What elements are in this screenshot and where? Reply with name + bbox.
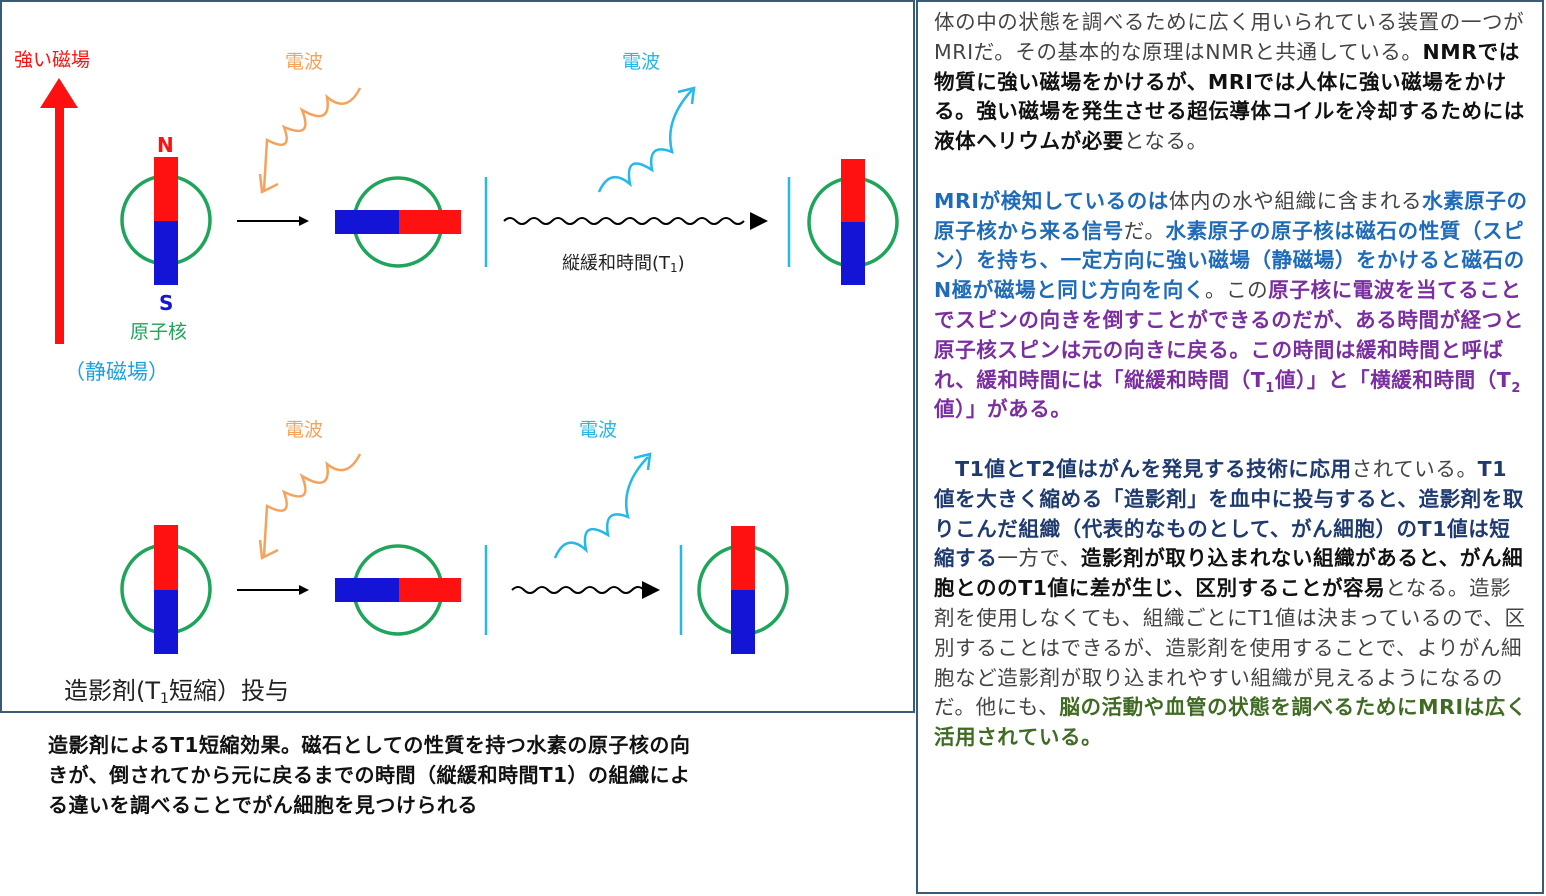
text-run: となる。造影剤を使用しなくても、組織ごとにT1値は決まっているので、区別すること…	[934, 576, 1526, 720]
caption-line: 造影剤によるT1短縮効果。磁石としての性質を持つ水素の原子核の向	[48, 733, 691, 757]
text-run: 体内の水や組織に含まれる	[1168, 188, 1423, 213]
radio-wave-label-1: 電波	[285, 51, 323, 73]
text-run-bold: 造影剤が取り込まれない組織があると、がん細胞とののT1値に差が生じ、区別すること…	[934, 546, 1524, 601]
contrast-agent-label: 造影剤(T1短縮）投与	[64, 677, 289, 707]
magnet-south-2	[335, 210, 399, 234]
strong-field-label: 強い磁場	[14, 49, 90, 71]
subscript: 1	[1265, 380, 1275, 396]
text-run-navy: T1値を大きく縮める「造影剤」を血中に投与すると、造影剤を取りこんだ組織（代表的…	[934, 456, 1524, 571]
magnet-south-1	[154, 221, 178, 285]
text-run-blue: MRIが検知しているのは	[934, 188, 1169, 213]
magnet-south-6	[731, 590, 755, 654]
text-run-blue: 水素原子の原子核から来る信号	[934, 188, 1528, 243]
radio-wave-arrowhead-4	[633, 452, 652, 471]
text-run-blue: 水素原子の原子核は磁石の性質（スピン）を持ち、一定方向に強い磁場（静磁場）をかけ…	[934, 218, 1525, 303]
text-run: されている。	[1351, 456, 1478, 481]
radio-wave-incoming-1	[262, 87, 362, 191]
magnet-north-6	[731, 526, 755, 590]
radio-wave-arrowhead-1	[258, 173, 279, 194]
magnet-south-3	[841, 222, 865, 285]
text-run-purple: 値）」と「横緩和時間（T	[1274, 367, 1512, 392]
text-run: 体の中の状態を調べるために広く用いられている装置の一つがMRIだ。その基本的な原…	[934, 10, 1525, 64]
paragraph-mri-overview: 体の中の状態を調べるために広く用いられている装置の一つがMRIだ。その基本的な原…	[934, 8, 1528, 157]
magnet-north-3	[841, 159, 865, 222]
paragraph-mri-principle: MRIが検知しているのは体内の水や組織に含まれる水素原子の原子核から来る信号だ。…	[934, 187, 1528, 425]
radio-wave-incoming-2	[262, 453, 362, 557]
diagram-panel: 強い磁場 （静磁場） 電波 電波 N S 原子核 縦緩和時間(T1) 電波 電波…	[0, 0, 915, 713]
relaxation-arrowhead-2	[642, 581, 660, 599]
radio-wave-label-4: 電波	[579, 419, 617, 441]
static-field-arrow	[40, 78, 78, 344]
radio-wave-label-2: 電波	[622, 51, 660, 73]
text-run-navy: T1値とT2値はがんを発見する技術に応用	[934, 456, 1352, 481]
north-label: N	[157, 133, 174, 157]
nucleus-label: 原子核	[130, 321, 187, 343]
magnet-south-5	[335, 578, 399, 602]
static-field-label: （静磁場）	[64, 360, 169, 384]
text-run: 。この	[1204, 278, 1269, 303]
relaxation-arrowhead-1	[750, 212, 768, 230]
mri-diagram: 強い磁場 （静磁場） 電波 電波 N S 原子核 縦緩和時間(T1) 電波 電波…	[14, 49, 899, 707]
south-label: S	[159, 291, 173, 315]
subscript: 2	[1511, 380, 1522, 396]
radio-wave-arrowhead-3	[258, 539, 279, 560]
caption-line: きが、倒されてから元に戻るまでの時間（縦緩和時間T1）の組織によ	[48, 763, 691, 787]
text-run: となる。	[1123, 129, 1208, 154]
figure-caption: 造影剤によるT1短縮効果。磁石としての性質を持つ水素の原子核の向 きが、倒されて…	[48, 730, 838, 820]
paragraph-cancer-detection: T1値とT2値はがんを発見する技術に応用されている。T1値を大きく縮める「造影剤…	[934, 455, 1528, 753]
text-run: 一方で、	[997, 546, 1081, 571]
text-run-green: 脳の活動や血管の状態を調べるためにMRIは広く活用されている。	[934, 695, 1527, 750]
text-run-bold: NMRでは物質に強い磁場をかけるが、MRIでは人体に強い磁場をかける。強い磁場を…	[934, 39, 1525, 154]
magnet-north-2	[399, 210, 461, 234]
text-run-purple: 原子核に電波を当てることでスピンの向きを倒すことができるのだが、ある時間が経つと…	[934, 278, 1524, 392]
radio-wave-outgoing-2	[553, 456, 649, 559]
radio-wave-outgoing-1	[597, 89, 693, 193]
relaxation-wave-2	[511, 586, 645, 594]
radio-wave-arrowhead-2	[677, 86, 696, 105]
text-run-purple: 値）」がある。	[934, 397, 1072, 422]
t1-label: 縦緩和時間(T1)	[562, 253, 685, 275]
caption-line: る違いを調べることでがん細胞を見つけられる	[48, 793, 478, 817]
article-text-panel: 体の中の状態を調べるために広く用いられている装置の一つがMRIだ。その基本的な原…	[916, 0, 1544, 894]
magnet-south-4	[154, 590, 178, 654]
radio-wave-label-3: 電波	[285, 419, 323, 441]
magnet-north-4	[154, 525, 178, 590]
text-run: だ。	[1123, 218, 1166, 243]
magnet-north-1	[154, 157, 178, 221]
relaxation-wave-1	[503, 217, 745, 225]
magnet-north-5	[399, 578, 461, 602]
